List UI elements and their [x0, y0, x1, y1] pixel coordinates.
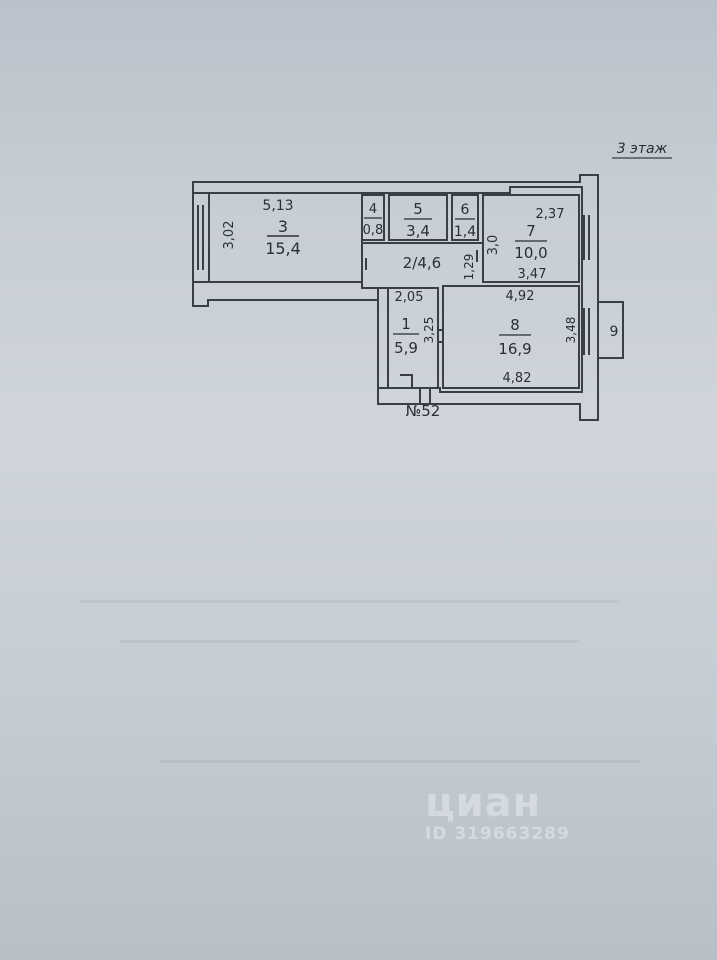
room-3-number: 3 [278, 217, 288, 236]
room-1-top-dimension: 2,05 [395, 290, 424, 305]
room-1-side-dimension: 3,25 [422, 317, 436, 344]
room-8-side-dimension: 3,48 [564, 317, 578, 344]
room-8-number: 8 [510, 316, 520, 334]
room-7-area: 10,0 [514, 244, 547, 262]
floor-label: 3 этаж [617, 141, 668, 157]
faint-text-line [80, 600, 620, 603]
faint-text-line [160, 760, 640, 763]
room-6-number: 6 [461, 202, 470, 218]
room-7-side-dimension: 3,0 [486, 235, 501, 256]
watermark: циан ID 319663289 [425, 780, 570, 844]
room-1-number: 1 [401, 315, 411, 333]
room-3-area: 15,4 [265, 239, 301, 258]
room-5-area: 3,4 [406, 222, 430, 240]
room-6-area: 1,4 [454, 224, 476, 240]
watermark-id: ID 319663289 [425, 824, 570, 844]
faint-text-line [120, 640, 580, 643]
corridor-2-label: 2/4,6 [403, 254, 441, 272]
room-3-depth: 3,02 [222, 221, 237, 250]
room-8-area: 16,9 [498, 340, 531, 358]
corridor-2-side-dimension: 1,29 [462, 254, 476, 281]
room-7-top-dimension: 2,37 [536, 207, 565, 222]
room-4-number: 4 [369, 202, 377, 217]
room-9-number: 9 [610, 324, 619, 340]
room-3-width: 5,13 [262, 198, 293, 214]
room-8-bottom-dimension: 4,82 [503, 371, 532, 386]
room-4-area: 0,8 [363, 223, 384, 238]
apartment-number: №52 [406, 402, 441, 420]
room-7-bottom-dimension: 3,47 [518, 267, 547, 282]
room-1-area: 5,9 [394, 339, 418, 357]
room-5-number: 5 [413, 200, 423, 218]
room-7-number: 7 [526, 222, 536, 240]
watermark-logo: циан [425, 780, 542, 826]
room-8-top-dimension: 4,92 [506, 289, 535, 304]
